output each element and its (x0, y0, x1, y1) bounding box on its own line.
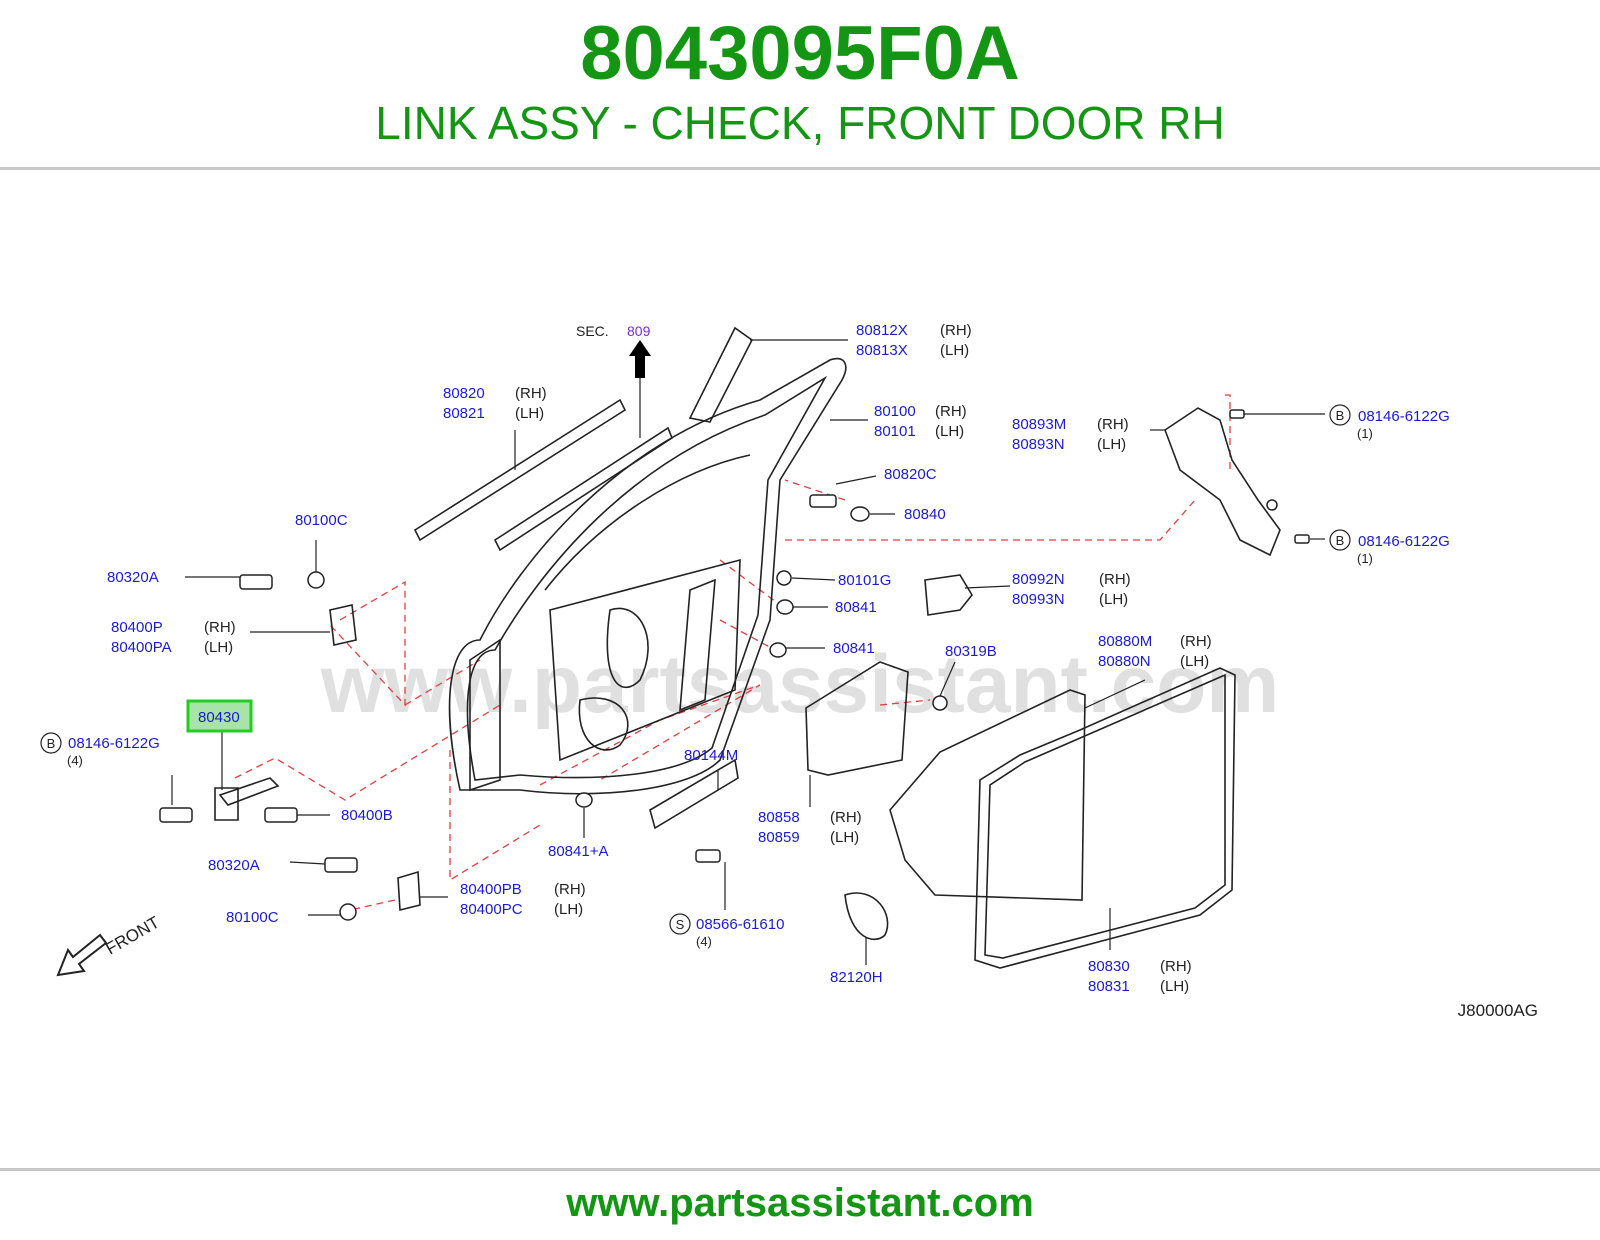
parts-diagram: www.partsassistant.com (40, 322, 1538, 1020)
rh-marker: (RH) (1160, 958, 1192, 975)
section-arrow-icon (629, 340, 651, 378)
fastener-icons (159, 409, 1310, 921)
callout-80400PB[interactable]: 80400PB (460, 881, 522, 898)
door-frame-illustration (214, 326, 1281, 969)
front-label: FRONT (103, 913, 163, 959)
lh-marker: (LH) (1160, 978, 1189, 995)
section-link[interactable]: 809 (627, 323, 651, 339)
callout-80840[interactable]: 80840 (904, 506, 946, 523)
s-marker-circle (669, 913, 691, 935)
callout-80320A-top[interactable]: 80320A (107, 569, 159, 586)
callout-08146-6122G-top[interactable]: 08146-6122G (1358, 408, 1450, 425)
callout-80400PA[interactable]: 80400PA (111, 639, 172, 656)
lh-marker: (LH) (935, 423, 964, 440)
callout-80992N[interactable]: 80992N (1012, 571, 1065, 588)
quantity-markers: (1) (1) (4) (4) (67, 426, 1373, 949)
lh-marker: (LH) (1099, 591, 1128, 608)
callout-80841-b[interactable]: 80841 (833, 640, 875, 657)
callout-80101[interactable]: 80101 (874, 423, 916, 440)
rh-marker: (RH) (1180, 633, 1212, 650)
lh-marker: (LH) (554, 901, 583, 918)
callout-80821[interactable]: 80821 (443, 405, 485, 422)
callout-80400P[interactable]: 80400P (111, 619, 163, 636)
callout-80100C-top[interactable]: 80100C (295, 512, 348, 529)
callout-80144M[interactable]: 80144M (684, 747, 738, 764)
side-markers: (RH) (LH) (RH) (LH) (RH) (LH) (RH) (LH) … (204, 322, 1212, 995)
b-marker-circle (1329, 404, 1351, 426)
header-divider (0, 167, 1600, 170)
rh-marker: (RH) (554, 881, 586, 898)
callout-80880M[interactable]: 80880M (1098, 633, 1152, 650)
b-marker: B (47, 736, 56, 751)
callout-80893N[interactable]: 80893N (1012, 436, 1065, 453)
page-header: 8043095F0A LINK ASSY - CHECK, FRONT DOOR… (0, 0, 1600, 168)
b-marker: B (1336, 533, 1345, 548)
lh-marker: (LH) (940, 342, 969, 359)
rh-marker: (RH) (935, 403, 967, 420)
rh-marker: (RH) (830, 809, 862, 826)
callout-80841-a[interactable]: 80841 (835, 599, 877, 616)
callout-80993N[interactable]: 80993N (1012, 591, 1065, 608)
rh-marker: (RH) (1099, 571, 1131, 588)
s-marker: S (676, 917, 685, 932)
callout-08566-61610[interactable]: 08566-61610 (696, 916, 784, 933)
callout-80859[interactable]: 80859 (758, 829, 800, 846)
footer-url[interactable]: www.partsassistant.com (566, 1181, 1034, 1225)
lh-marker: (LH) (1180, 653, 1209, 670)
callout-80880N[interactable]: 80880N (1098, 653, 1151, 670)
callout-80858[interactable]: 80858 (758, 809, 800, 826)
b-marker-circle (1329, 529, 1351, 551)
quantity-marker: (4) (696, 934, 712, 949)
highlighted-part-box (186, 699, 253, 733)
callout-80101G[interactable]: 80101G (838, 572, 891, 589)
callout-80820[interactable]: 80820 (443, 385, 485, 402)
part-number-title: 8043095F0A (580, 11, 1020, 96)
footer-divider (0, 1168, 1600, 1171)
callout-80319B[interactable]: 80319B (945, 643, 997, 660)
section-label: SEC. (576, 323, 609, 339)
figure-code: J80000AG (1458, 1001, 1538, 1020)
rh-marker: (RH) (940, 322, 972, 339)
front-direction-arrow-icon (56, 933, 108, 977)
fastener-type-markers: B B B S (40, 404, 1351, 935)
callout-82120H[interactable]: 82120H (830, 969, 883, 986)
b-marker: B (1336, 408, 1345, 423)
callout-80100[interactable]: 80100 (874, 403, 916, 420)
leader-lines (171, 339, 1325, 965)
rh-marker: (RH) (515, 385, 547, 402)
rh-marker: (RH) (1097, 416, 1129, 433)
callout-80400PC[interactable]: 80400PC (460, 901, 523, 918)
reference-dashed-lines (234, 394, 1231, 911)
quantity-marker: (1) (1357, 551, 1373, 566)
callout-80320A-bottom[interactable]: 80320A (208, 857, 260, 874)
part-description: LINK ASSY - CHECK, FRONT DOOR RH (375, 97, 1225, 149)
lh-marker: (LH) (830, 829, 859, 846)
lh-marker: (LH) (515, 405, 544, 422)
quantity-marker: (4) (67, 753, 83, 768)
callout-80831[interactable]: 80831 (1088, 978, 1130, 995)
callout-80812X[interactable]: 80812X (856, 322, 908, 339)
rh-marker: (RH) (204, 619, 236, 636)
quantity-marker: (1) (1357, 426, 1373, 441)
callout-80841A[interactable]: 80841+A (548, 843, 608, 860)
callout-08146-6122G-left[interactable]: 08146-6122G (68, 735, 160, 752)
callout-80830[interactable]: 80830 (1088, 958, 1130, 975)
lh-marker: (LH) (204, 639, 233, 656)
callout-80820C[interactable]: 80820C (884, 466, 937, 483)
callout-80813X[interactable]: 80813X (856, 342, 908, 359)
callout-labels: 80812X 80813X 80820 80821 80100 80101 80… (68, 322, 1450, 995)
callout-80430[interactable]: 80430 (198, 709, 240, 726)
b-marker-circle (40, 732, 62, 754)
callout-80893M[interactable]: 80893M (1012, 416, 1066, 433)
lh-marker: (LH) (1097, 436, 1126, 453)
callout-08146-6122G-mid[interactable]: 08146-6122G (1358, 533, 1450, 550)
callout-80100C-bottom[interactable]: 80100C (226, 909, 279, 926)
callout-80400B[interactable]: 80400B (341, 807, 393, 824)
